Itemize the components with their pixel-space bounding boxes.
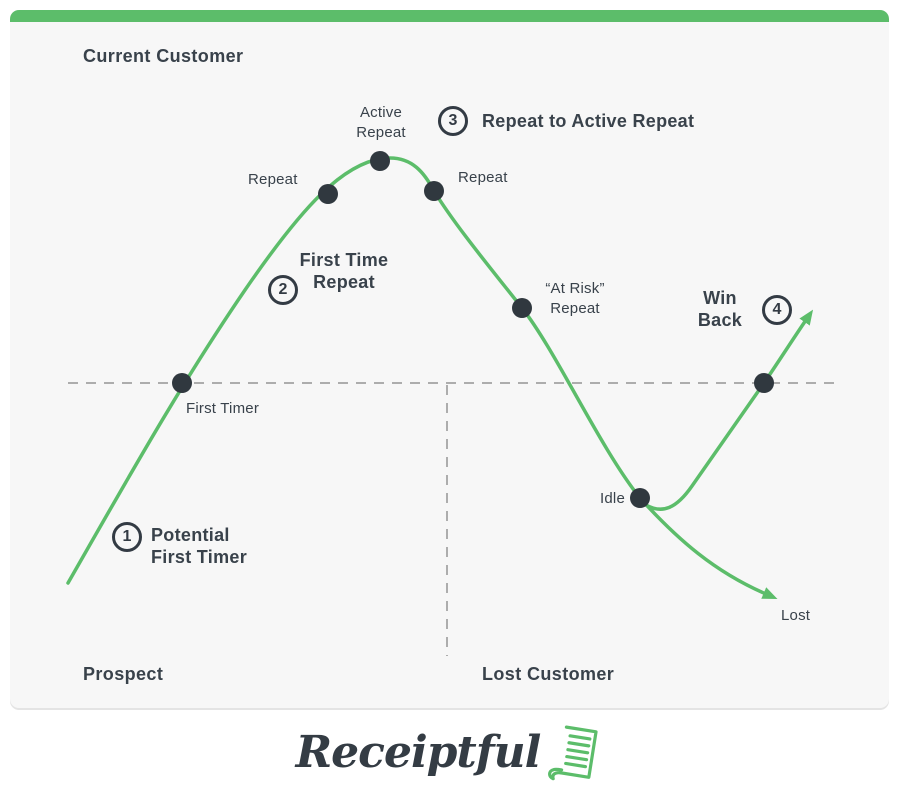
stage-label-idle: Idle (600, 490, 625, 507)
stage-label-repeat-right: Repeat (458, 169, 508, 186)
step-1-label: Potential First Timer (151, 525, 247, 567)
step-4-circle: 4 (762, 295, 792, 325)
stage-label-lost: Lost (781, 607, 811, 624)
point-dot-active-repeat (370, 151, 390, 171)
point-dot-repeat-right (424, 181, 444, 201)
point-dot-win-back (754, 373, 774, 393)
step-2-label: First Time Repeat (299, 250, 389, 292)
step-1-circle: 1 (112, 522, 142, 552)
stage-label-first-timer: First Timer (186, 400, 260, 417)
step-3-label: Repeat to Active Repeat (482, 111, 695, 131)
receipt-icon (548, 725, 599, 781)
card-top-accent-bar (10, 10, 889, 22)
step-2-circle: 2 (268, 275, 298, 305)
step-3-circle: 3 (438, 106, 468, 136)
page-title: Current Customer (83, 46, 244, 66)
point-dot-first-timer (172, 373, 192, 393)
receiptful-logo: Receiptful (0, 716, 900, 796)
zone-label-lost-customer: Lost Customer (482, 664, 615, 684)
zone-label-prospect: Prospect (83, 664, 164, 684)
win-back-curve (644, 309, 814, 511)
point-dot-idle (630, 488, 650, 508)
point-dot-at-risk (512, 298, 532, 318)
receiptful-wordmark: Receiptful (295, 727, 542, 778)
stage-label-active-repeat: Active Repeat (356, 104, 406, 141)
point-dot-repeat-left (318, 184, 338, 204)
step-4-label: Win Back (697, 288, 743, 330)
stage-label-at-risk: “At Risk” Repeat (545, 280, 605, 317)
stage-label-repeat-left: Repeat (248, 171, 298, 188)
